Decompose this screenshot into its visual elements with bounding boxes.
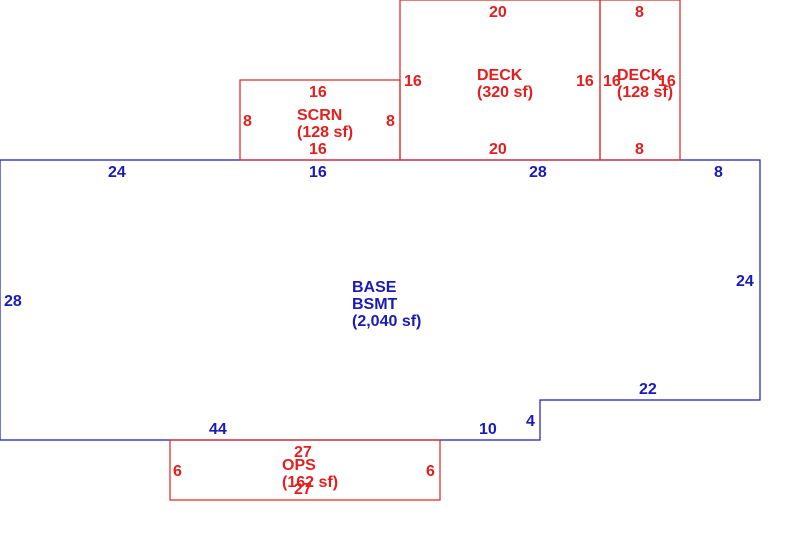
base-label-name2: BSMT bbox=[352, 296, 398, 313]
ops-dim: 6 bbox=[173, 463, 182, 480]
deck-b-dim: 8 bbox=[635, 141, 644, 158]
deck-b-dim: 16 bbox=[603, 73, 621, 90]
deck-a-label-name: DECK bbox=[477, 67, 523, 84]
base-dim: 16 bbox=[309, 164, 327, 181]
base-label-name1: BASE bbox=[352, 279, 397, 296]
base-outline bbox=[0, 159, 761, 441]
ops-dim: 6 bbox=[426, 463, 435, 480]
scrn-dim: 16 bbox=[309, 84, 327, 101]
ops-label-name: OPS bbox=[282, 457, 316, 474]
scrn-dim: 16 bbox=[309, 141, 327, 158]
ops-dim: 27 bbox=[294, 481, 312, 498]
deck-a-dim: 16 bbox=[576, 73, 594, 90]
base-label-area: (2,040 sf) bbox=[352, 313, 421, 330]
deck-b-label-area: (128 sf) bbox=[617, 84, 673, 101]
deck-b-label-name: DECK bbox=[617, 67, 663, 84]
base-dim: 44 bbox=[209, 421, 227, 438]
base-dim: 24 bbox=[108, 164, 126, 181]
deck-a-dim: 20 bbox=[489, 4, 507, 21]
base-dim: 4 bbox=[526, 413, 535, 430]
deck-b-outline bbox=[599, 0, 681, 161]
deck-b-dim: 16 bbox=[658, 73, 676, 90]
scrn-label-name: SCRN bbox=[297, 107, 342, 124]
deck-a-label-area: (320 sf) bbox=[477, 84, 533, 101]
base-dim: 10 bbox=[479, 421, 497, 438]
scrn-dim: 8 bbox=[243, 113, 252, 130]
base-dim: 28 bbox=[529, 164, 547, 181]
base-dim: 24 bbox=[736, 273, 754, 290]
deck-a-dim: 20 bbox=[489, 141, 507, 158]
deck-b-dim: 8 bbox=[635, 4, 644, 21]
ops-label-area: (162 sf) bbox=[282, 474, 338, 491]
scrn-dim: 8 bbox=[386, 113, 395, 130]
deck-a-dim: 16 bbox=[404, 73, 422, 90]
base-dim: 8 bbox=[714, 164, 723, 181]
base-dim: 22 bbox=[639, 381, 657, 398]
scrn-label-area: (128 sf) bbox=[297, 124, 353, 141]
ops-dim: 27 bbox=[294, 444, 312, 461]
ops-outline bbox=[169, 439, 441, 501]
base-dim: 28 bbox=[4, 293, 22, 310]
